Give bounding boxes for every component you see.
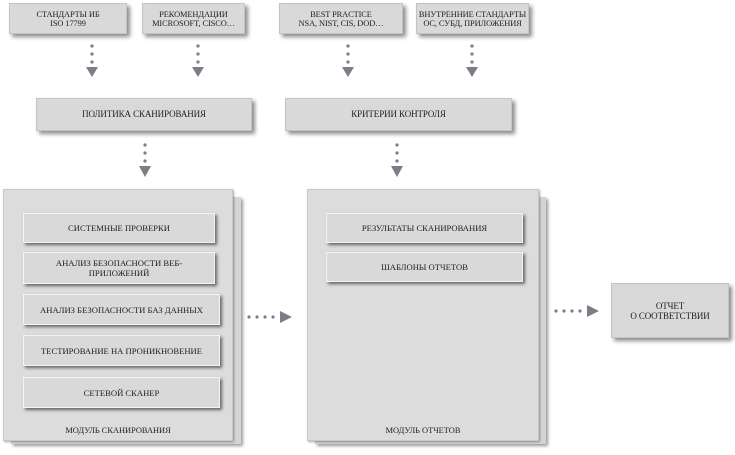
connector-sources-to-policy-1 bbox=[86, 44, 98, 77]
scan-item-network-scanner: СЕТЕВОЙ СКАНЕР bbox=[23, 377, 220, 408]
report-module: РЕЗУЛЬТАТЫ СКАНИРОВАНИЯ ШАБЛОНЫ ОТЧЕТОВ … bbox=[307, 189, 539, 441]
scan-module-caption: МОДУЛЬ СКАНИРОВАНИЯ bbox=[65, 426, 171, 435]
scan-item-web-app-security: АНАЛИЗ БЕЗОПАСНОСТИ ВЕБ- ПРИЛОЖЕНИЙ bbox=[23, 252, 215, 284]
report-item-label: ШАБЛОНЫ ОТЧЕТОВ bbox=[381, 262, 468, 272]
source-line1: РЕКОМЕНДАЦИИ bbox=[159, 9, 228, 19]
scan-item-label: СИСТЕМНЫЕ ПРОВЕРКИ bbox=[68, 223, 170, 233]
scan-item-label: ТЕСТИРОВАНИЕ НА ПРОНИКНОВЕНИЕ bbox=[40, 345, 203, 356]
scan-item-penetration-testing: ТЕСТИРОВАНИЕ НА ПРОНИКНОВЕНИЕ bbox=[23, 335, 220, 366]
scan-item-label: АНАЛИЗ БЕЗОПАСНОСТИ ВЕБ- bbox=[55, 258, 183, 268]
output-line1: ОТЧЕТ bbox=[655, 300, 685, 311]
criteria-label: КРИТЕРИИ КОНТРОЛЯ bbox=[351, 109, 446, 119]
scan-item-label-line2: ПРИЛОЖЕНИЙ bbox=[88, 268, 150, 278]
output-line2: О СООТВЕТСТВИИ bbox=[630, 310, 710, 321]
source-box-best-practice: BEST PRACTICE NSA, NIST, CIS, DOD… bbox=[279, 3, 403, 34]
scan-item-database-security: АНАЛИЗ БЕЗОПАСНОСТИ БАЗ ДАННЫХ bbox=[23, 294, 220, 325]
report-item-label: РЕЗУЛЬТАТЫ СКАНИРОВАНИЯ bbox=[361, 223, 488, 233]
connector-sources-to-criteria-2 bbox=[466, 44, 478, 77]
connector-criteria-to-report-module bbox=[391, 143, 403, 177]
scan-item-label: АНАЛИЗ БЕЗОПАСНОСТИ БАЗ ДАННЫХ bbox=[40, 304, 203, 315]
report-module-caption: МОДУЛЬ ОТЧЕТОВ bbox=[385, 426, 461, 435]
source-line2: NSA, NIST, CIS, DOD… bbox=[298, 18, 384, 28]
source-box-internal-standards: ВНУТРЕННИЕ СТАНДАРТЫ ОС, СУБД, ПРИЛОЖЕНИ… bbox=[416, 3, 529, 34]
source-box-security-standards: СТАНДАРТЫ ИБ ISO 17799 bbox=[9, 3, 127, 34]
policy-label: ПОЛИТИКА СКАНИРОВАНИЯ bbox=[82, 109, 206, 119]
scan-item-label: СЕТЕВОЙ СКАНЕР bbox=[83, 387, 160, 398]
source-line2: ОС, СУБД, ПРИЛОЖЕНИЯ bbox=[423, 18, 522, 28]
connector-sources-to-policy-2 bbox=[192, 44, 204, 77]
connector-report-to-output bbox=[554, 305, 599, 317]
connector-sources-to-criteria-1 bbox=[342, 44, 354, 77]
source-line1: СТАНДАРТЫ ИБ bbox=[36, 9, 100, 19]
source-line1: ВНУТРЕННИЕ СТАНДАРТЫ bbox=[418, 9, 527, 19]
report-item-report-templates: ШАБЛОНЫ ОТЧЕТОВ bbox=[326, 252, 523, 282]
scan-item-system-checks: СИСТЕМНЫЕ ПРОВЕРКИ bbox=[23, 213, 215, 243]
connector-scan-to-report bbox=[247, 311, 292, 323]
source-line1: BEST PRACTICE bbox=[310, 9, 372, 19]
scan-module: СИСТЕМНЫЕ ПРОВЕРКИ АНАЛИЗ БЕЗОПАСНОСТИ В… bbox=[3, 189, 233, 441]
source-box-vendor-recommendations: РЕКОМЕНДАЦИИ MICROSOFT, CISCO… bbox=[142, 3, 245, 34]
source-line2: ISO 17799 bbox=[50, 18, 86, 28]
source-line2: MICROSOFT, CISCO… bbox=[152, 18, 235, 28]
connector-policy-to-scan-module bbox=[139, 143, 151, 177]
compliance-report-box: ОТЧЕТ О СООТВЕТСТВИИ bbox=[611, 283, 729, 338]
criteria-box: КРИТЕРИИ КОНТРОЛЯ bbox=[285, 98, 512, 131]
report-item-scan-results: РЕЗУЛЬТАТЫ СКАНИРОВАНИЯ bbox=[326, 213, 523, 243]
policy-box: ПОЛИТИКА СКАНИРОВАНИЯ bbox=[36, 98, 252, 131]
